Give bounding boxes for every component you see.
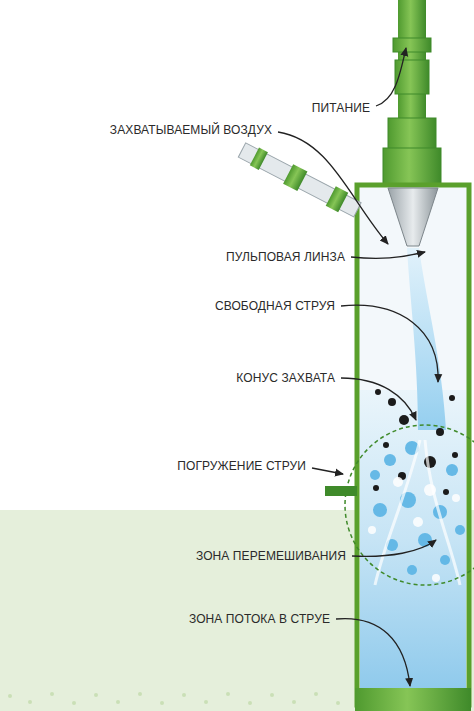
callout-label: ЗОНА ПЕРЕМЕШИВАНИЯ <box>196 549 346 563</box>
callout-label: СВОБОДНАЯ СТРУЯ <box>215 299 335 313</box>
callout-label: ЗОНА ПОТОКА В СТРУЕ <box>189 612 330 626</box>
callout-label: ПОГРУЖЕНИЕ СТРУИ <box>177 459 306 473</box>
callout-label: ПУЛЬПОВАЯ ЛИНЗА <box>226 250 345 264</box>
callout-label: ЗАХВАТЫВАЕМЫЙ ВОЗДУХ <box>110 123 272 137</box>
callout-label: ПИТАНИЕ <box>312 101 370 115</box>
callout-label: КОНУС ЗАХВАТА <box>236 371 335 385</box>
